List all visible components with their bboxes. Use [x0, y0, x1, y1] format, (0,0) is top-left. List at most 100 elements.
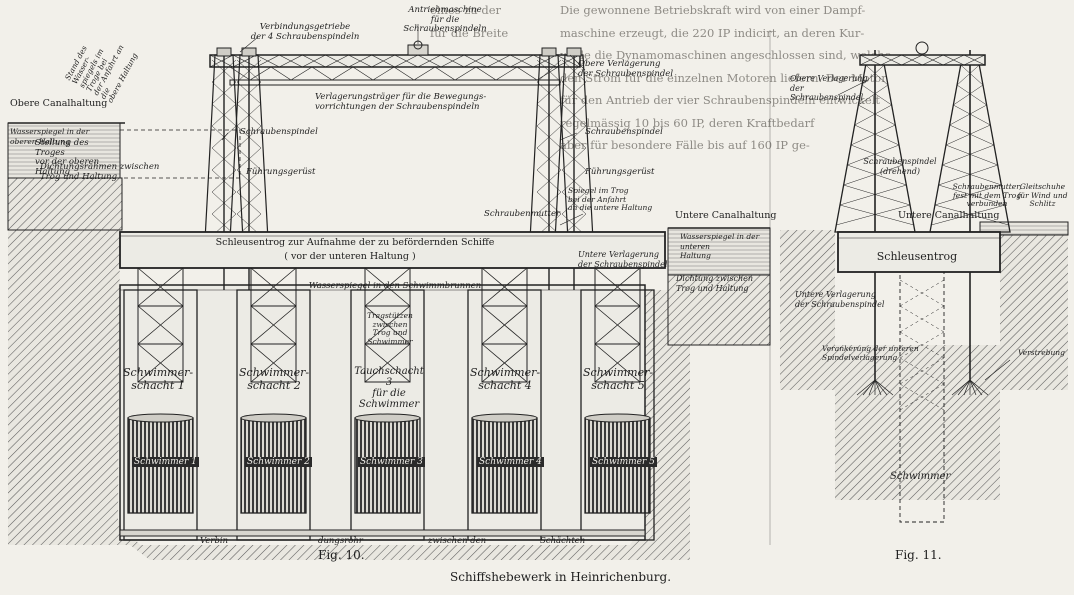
label-stellung-troges: Stellung des Troges vor der oberen Haltu… [35, 138, 100, 177]
label-spiegel-trog: Spiegel im Trog bei der Anfahrt an die u… [568, 186, 653, 212]
label-verbindungsgetriebe: Verbindungsgetriebe der 4 Schraubenspind… [250, 22, 360, 42]
label-schleusentrog-2: ( vor der unteren Haltung ) [284, 251, 416, 262]
fig11-tower-left-brace [861, 64, 885, 86]
fig11-tower-right-brace [956, 84, 987, 106]
fig11-tower-left-brace [839, 204, 914, 226]
shaft-wall-5 [580, 289, 655, 541]
shaft-wall-4 [467, 289, 542, 541]
top-beam-lattice [533, 54, 557, 68]
fig11-anchor-1 [868, 379, 876, 396]
upper-canal-water [7, 122, 121, 179]
truss-web [434, 66, 456, 81]
fig11-lattice [901, 54, 923, 66]
label-obere-canalhaltung: Obere Canalhaltung [10, 98, 108, 109]
left-bank [7, 177, 123, 231]
fig11-label-schraubenmutter: Schraubenmutter, fest mit dem Trog verbu… [952, 182, 1022, 208]
truss-web [475, 66, 497, 81]
fig11-tower-right-brace [960, 64, 984, 86]
fig11-label-gleitschuhe: Gleitschuhe für Wind und Schlitz [1017, 182, 1068, 208]
top-beam-lattice [417, 54, 442, 68]
fig11-anchor-2 [951, 379, 971, 396]
support-4-c-diag [481, 343, 528, 383]
float-top-5 [584, 413, 651, 423]
top-beam-lattice [209, 54, 234, 68]
fig11-anchor-2 [969, 379, 983, 396]
shaft-label-3: Tauchschacht 3 für die Schwimmer [354, 366, 424, 410]
fig11-tower-left-brace [843, 164, 903, 186]
figure-caption: Schiffshebewerk in Heinrichenburg. [450, 570, 672, 584]
fig11-tower-left-brace [843, 184, 911, 206]
label-rohr-right1: zwischen den [428, 536, 487, 546]
top-beam-lattice [487, 54, 511, 68]
top-beam-lattice [256, 54, 280, 68]
support-1-c-diag [137, 343, 184, 383]
label-schraubenspindel-left: Schraubenspindel [240, 127, 318, 137]
fig11-schleusentrog [837, 231, 1001, 273]
fig11-anchor-1 [874, 379, 882, 396]
float-top-4 [471, 413, 538, 423]
shaft-wall-2 [236, 289, 311, 541]
top-beam-lattice [394, 54, 419, 68]
fig11-tower-left-brace [850, 144, 903, 166]
fig11-tower-left-brace [850, 124, 896, 146]
fig11-shaft [899, 271, 945, 523]
fig11-tower-left-brace [854, 104, 892, 126]
support-3-c-diag [364, 343, 411, 383]
truss-web [495, 66, 518, 81]
top-beam-lattice [232, 54, 257, 68]
truss-web [290, 66, 313, 81]
top-bearing-3 [541, 47, 557, 57]
label-antriebsmaschine: Antriebmaschine für die Schraubenspindel… [403, 5, 487, 34]
support-3-a-diag [364, 267, 411, 307]
support-4-a-diag [481, 267, 528, 307]
fig11-lattice [880, 54, 902, 66]
top-bearing-1 [216, 47, 232, 57]
leader [837, 79, 869, 96]
label-schleusentrog: Schleusentrog zur Aufnahme der zu beförd… [215, 237, 495, 248]
label-untere-canalhaltung: Untere Canalhaltung [675, 210, 777, 221]
label-dichtung-trog: Dichtung zwischen Trog und Haltung [676, 274, 754, 293]
fig11-shaft-brace [899, 383, 945, 411]
shaft-label-4: Schwimmer- schacht 4 [470, 366, 541, 392]
fig11-label-untere-verlagerung: Untere Verlagerung der Schraubenspindel [795, 290, 885, 309]
fig11-tower-right-brace [953, 104, 991, 126]
support-5-b-diag [594, 305, 641, 345]
support-1-b-diag [137, 305, 184, 345]
fig11-tower-left-brace [836, 204, 911, 226]
label-verlagerungstraeger: Verlagerungsträger für die Bewegungs- vo… [315, 92, 487, 112]
truss-web [249, 66, 272, 81]
fig11-tower-right-brace [942, 144, 995, 166]
leader [559, 213, 584, 226]
fig11-lattice [963, 54, 985, 66]
lower-canal-water [667, 227, 771, 276]
label-obere-verlagerung: Obere Verlagerung der Schraubenspindel [578, 59, 674, 79]
truss-web [331, 66, 354, 81]
support-3-c [364, 343, 411, 383]
fig11-anchor-1 [856, 379, 876, 396]
fig11-top-beam [859, 54, 986, 66]
label-fuehrungsgeruest-left: Führungsgerüst [246, 167, 316, 177]
label-dichtungsrahmen: Dichtungsrahmen zwischen Trog und Haltun… [40, 162, 160, 182]
support-1-c [137, 343, 184, 383]
fig11-tower-left-brace [865, 64, 889, 86]
support-2-c-diag [250, 343, 297, 383]
float-label-2: Schwimmer 2 [245, 457, 312, 467]
fig11-tower-left-brace [839, 184, 907, 206]
top-bearing-2 [241, 47, 257, 57]
fig11-shaft-brace [899, 305, 945, 333]
top-beam-lattice [510, 54, 534, 68]
float-top-3 [354, 413, 421, 423]
lower-beam [229, 79, 561, 86]
fig11-tower-right-brace [953, 84, 984, 106]
top-beam-lattice [440, 54, 465, 68]
truss-web [352, 66, 374, 81]
support-5-c-diag [594, 343, 641, 383]
shaft-label-1: Schwimmer- schacht 1 [123, 366, 194, 392]
trough-upper-position [119, 129, 241, 179]
verbindungsrohr [119, 529, 646, 537]
leader [239, 36, 259, 53]
fig11-caption: Fig. 11. [895, 548, 942, 562]
label-fuehrungsgeruest-right: Führungsgerüst [585, 167, 655, 177]
